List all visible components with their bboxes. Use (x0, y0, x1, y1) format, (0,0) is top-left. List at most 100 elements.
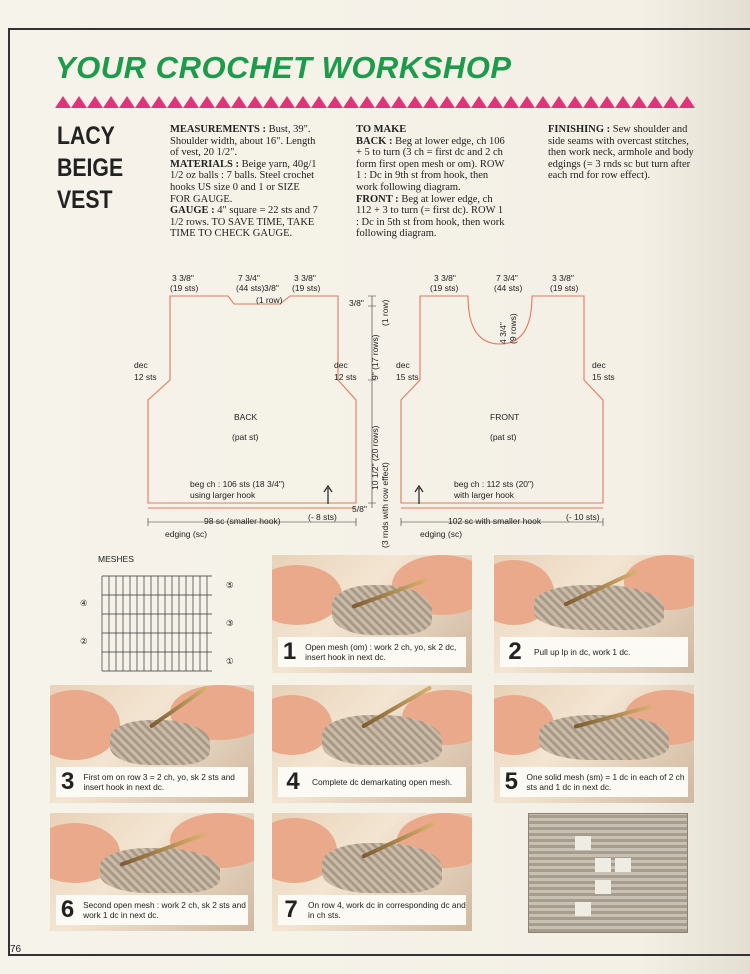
step-photo-3: 3 First om on row 3 = 2 ch, yo, sk 2 sts… (50, 685, 254, 803)
back-one-row: (1 row) (256, 295, 283, 305)
schematic-diagram: BACK (pat st) 3 3/8" (19 sts) 7 3/4" (44… (134, 273, 615, 548)
crochet-work (110, 720, 210, 765)
front-text: Beg at lower edge, ch 112 + 3 to turn (=… (356, 193, 505, 240)
hand-left (50, 690, 120, 760)
measurements-label: MEASUREMENTS : (170, 124, 266, 135)
zigzag-border (55, 96, 695, 108)
front-top-mid: 7 3/4" (496, 273, 518, 283)
step-caption-5: 5 One solid mesh (sm) = 1 dc in each of … (500, 767, 688, 797)
meshes-diagram: MESHES ⑤ ④ ③ ② ① (80, 554, 234, 672)
measurements-column: MEASUREMENTS : Bust, 39". Shoulder width… (170, 124, 322, 240)
zigzag-triangle (599, 96, 615, 108)
zigzag-triangle (167, 96, 183, 108)
finishing-label: FINISHING : (548, 124, 611, 135)
zigzag-triangle (71, 96, 87, 108)
zigzag-triangle (551, 96, 567, 108)
back-edging-label: edging (sc) (165, 529, 207, 539)
front-label: FRONT : (356, 193, 399, 205)
measurements-text: Bust, 39". Shoulder width, about 16". Le… (170, 124, 316, 159)
crochet-work (534, 585, 664, 630)
back-top-mid-extra: 3/8" (264, 283, 279, 293)
vertical-b: 9" (17 rows) (370, 334, 380, 380)
step-number: 3 (61, 768, 75, 795)
step-text: Second open mesh : work 2 ch, sk 2 sts a… (83, 900, 246, 920)
zigzag-triangle (103, 96, 119, 108)
zigzag-triangle (199, 96, 215, 108)
swatch-open-mesh (575, 902, 591, 916)
zigzag-triangle (583, 96, 599, 108)
step-caption-1: 1 Open mesh (om) : work 2 ch, yo, sk 2 d… (278, 637, 466, 667)
front-top-left: 3 3/8" (434, 273, 456, 283)
step-photo-6: 6 Second open mesh : work 2 ch, sk 2 sts… (50, 813, 254, 931)
front-outline (400, 295, 604, 504)
vertical-c: 10 1/2" (20 rows) (370, 425, 380, 490)
zigzag-triangle (55, 96, 71, 108)
materials-text: Beige yarn, 40g/1 1/2 oz balls : 7 balls… (170, 158, 317, 205)
step-number: 2 (508, 638, 522, 665)
step-text: Open mesh (om) : work 2 ch, yo, sk 2 dc,… (305, 642, 457, 662)
front-top-left-sts: (19 sts) (430, 283, 459, 293)
zigzag-triangle (87, 96, 103, 108)
page-frame (8, 28, 750, 956)
front-arrow (414, 484, 424, 504)
crochet-work (100, 848, 220, 893)
step-number: 5 (504, 768, 518, 795)
front-edging-label: edging (sc) (420, 529, 462, 539)
front-top-right: 3 3/8" (552, 273, 574, 283)
front-top-right-sts: (19 sts) (550, 283, 579, 293)
zigzag-triangle (503, 96, 519, 108)
back-beg-ch: beg ch : 106 sts (18 3/4") (190, 479, 285, 489)
meshes-label: MESHES (98, 554, 134, 564)
back-label: BACK (234, 412, 257, 422)
crochet-work (322, 715, 442, 765)
back-text: Beg at lower edge, ch 106 + 5 to turn (3… (356, 135, 505, 193)
step-text: First om on row 3 = 2 ch, yo, sk 2 sts a… (83, 772, 235, 792)
project-title-line1: LACY (57, 122, 115, 150)
zigzag-triangle (151, 96, 167, 108)
zigzag-triangle (455, 96, 471, 108)
front-neck-rows: (9 rows) (508, 313, 518, 344)
front-pat: (pat st) (490, 432, 517, 442)
back-eight-sts: (- 8 sts) (308, 512, 337, 522)
back-top-left: 3 3/8" (172, 273, 194, 283)
step-photo-7: 7 On row 4, work dc in corresponding dc … (272, 813, 472, 931)
mesh-row3: ③ (226, 618, 234, 628)
mesh-row4: ④ (80, 598, 88, 608)
zigzag-triangle (391, 96, 407, 108)
back-dec-left: dec (134, 360, 148, 370)
materials-label: MATERIALS : (170, 158, 239, 170)
zigzag-triangle (343, 96, 359, 108)
front-dec-right-sts: 15 sts (592, 372, 615, 382)
back-top-mid: 7 3/4" (238, 273, 260, 283)
step-number: 1 (282, 638, 297, 665)
zigzag-triangle (215, 96, 231, 108)
front-neck: 4 3/4" (498, 322, 508, 344)
back-top-mid-sts: (44 sts) (236, 283, 265, 293)
step-photo-1: 1 Open mesh (om) : work 2 ch, yo, sk 2 d… (272, 555, 472, 673)
step-text: Pull up lp in dc, work 1 dc. (534, 647, 631, 657)
gauge-text: 4" square = 22 sts and 7 1/2 rows. TO SA… (170, 205, 318, 240)
vertical-a-rows: (1 row) (380, 299, 390, 326)
zigzag-triangle (183, 96, 199, 108)
swatch-open-mesh (595, 880, 611, 894)
zigzag-triangle (471, 96, 487, 108)
step-caption-4: 4 Complete dc demarkating open mesh. (278, 767, 466, 797)
zigzag-triangle (327, 96, 343, 108)
step-text: Complete dc demarkating open mesh. (312, 777, 453, 787)
zigzag-triangle (247, 96, 263, 108)
mesh-row2: ② (80, 636, 88, 646)
step-photo-5: 5 One solid mesh (sm) = 1 dc in each of … (494, 685, 694, 803)
front-top-mid-sts: (44 sts) (494, 283, 523, 293)
back-dec-right: dec (334, 360, 348, 370)
step-caption-3: 3 First om on row 3 = 2 ch, yo, sk 2 sts… (56, 767, 248, 797)
gauge-label: GAUGE : (170, 205, 215, 217)
front-dec-left: dec (396, 360, 410, 370)
project-title-line3: VEST (57, 186, 113, 214)
mesh-row5: ⑤ (226, 580, 234, 590)
back-pat: (pat st) (232, 432, 259, 442)
zigzag-triangle (231, 96, 247, 108)
zigzag-triangle (615, 96, 631, 108)
zigzag-triangle (119, 96, 135, 108)
vertical-a: 3/8" (349, 298, 364, 308)
swatch-open-mesh (595, 858, 611, 872)
